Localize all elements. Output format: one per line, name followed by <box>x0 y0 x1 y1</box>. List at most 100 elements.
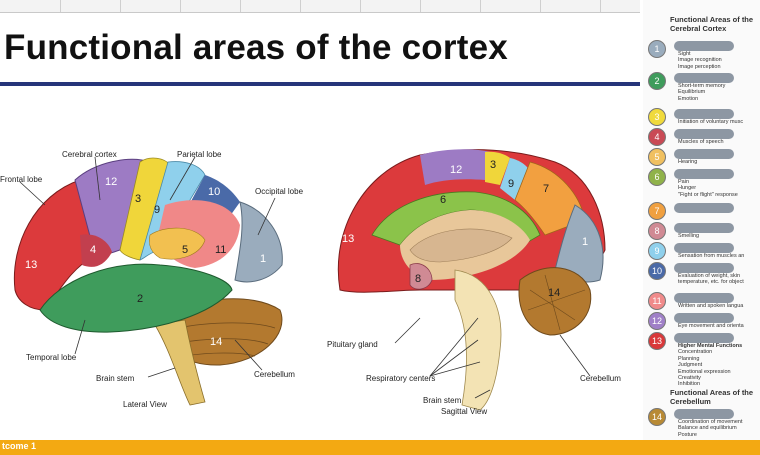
legend-number-badge: 2 <box>648 72 666 90</box>
legend-item-text: Hearing <box>678 159 697 165</box>
lateral-region-number: 13 <box>25 259 37 271</box>
legend-number-badge: 14 <box>648 408 666 426</box>
sagittal-region-number: 14 <box>548 287 560 299</box>
legend-text-line: Emotion <box>678 95 699 102</box>
legend-text-line: Creativity <box>678 375 701 382</box>
legend-text-line: Higher Mental Functions <box>678 343 743 349</box>
label-occipital-lobe: Occipital lobe <box>255 187 304 196</box>
redaction-bar <box>674 169 734 179</box>
lateral-region-number: 10 <box>208 186 220 198</box>
sagittal-region-number: 7 <box>543 183 549 195</box>
legend-text-line: Evaluation of weight, skin <box>678 273 741 279</box>
lateral-region-number: 4 <box>90 244 96 256</box>
legend-number-badge: 7 <box>648 202 666 220</box>
lateral-region-number: 3 <box>135 193 141 205</box>
sagittal-region-number: 9 <box>508 178 514 190</box>
slide-top-strip <box>0 0 640 13</box>
lateral-region-number: 9 <box>154 204 160 216</box>
legend-number-badge: 5 <box>648 148 666 166</box>
legend-text-line: Equilibrium <box>678 89 706 96</box>
legend-item-text: Sensation from muscles an <box>678 253 744 259</box>
legend-item-text: Written and spoken langua <box>678 303 743 309</box>
caption-sagittal-view: Sagittal View <box>441 407 488 416</box>
legend-text-line: Coordination of movement <box>678 419 743 425</box>
redaction-bar <box>674 293 734 303</box>
legend-text-line: Emotional expression <box>678 368 731 375</box>
redaction-bar <box>674 129 734 139</box>
legend-cortex-title: Functional Areas of the Cerebral Cortex <box>670 15 754 33</box>
legend-text-line: Muscles of speech <box>678 139 724 145</box>
redaction-bar <box>674 203 734 213</box>
legend-item-text: Smelling <box>678 233 699 239</box>
slide-footer: tcome 1 <box>0 440 760 455</box>
legend-number-badge: 10 <box>648 262 666 280</box>
legend-text-line: Smelling <box>678 233 700 239</box>
legend-text-line: Hearing <box>678 159 698 165</box>
legend-text-line: Sensation from muscles an <box>678 253 745 259</box>
legend-text-line: Inhibition <box>678 381 701 388</box>
label-frontal-lobe: Frontal lobe <box>0 175 43 184</box>
sagittal-region-number: 13 <box>342 233 354 245</box>
label-cerebellum-sagittal: Cerebellum <box>580 374 621 383</box>
redaction-bar <box>674 243 734 253</box>
label-cerebellum-lateral: Cerebellum <box>254 370 295 379</box>
redaction-bar <box>674 109 734 119</box>
caption-lateral-view: Lateral View <box>123 400 167 409</box>
slide-title: Functional areas of the cortex <box>4 28 508 67</box>
legend-text-line: temperature, etc. for object <box>678 279 744 286</box>
label-temporal-lobe: Temporal lobe <box>26 353 77 362</box>
legend-number-badge: 13 <box>648 332 666 350</box>
lateral-region-number: 14 <box>210 336 222 348</box>
legend-text-line: Image recognition <box>678 57 722 64</box>
legend-number-badge: 12 <box>648 312 666 330</box>
label-respiratory-centers: Respiratory centers <box>366 374 436 383</box>
sagittal-region-number: 3 <box>490 159 496 171</box>
redaction-bar <box>674 223 734 233</box>
lateral-region-number: 2 <box>137 293 143 305</box>
sagittal-region-number: 8 <box>415 273 421 285</box>
lateral-region-number: 12 <box>105 176 117 188</box>
redaction-bar <box>674 409 734 419</box>
brain-illustration: 12 3 9 10 5 11 4 13 1 2 14 <box>13 149 606 411</box>
label-brain-stem-sagittal: Brain stem <box>423 396 462 405</box>
redaction-bar <box>674 333 734 343</box>
sagittal-region-number: 12 <box>450 164 462 176</box>
legend-text-line: Judgment <box>678 362 703 369</box>
redaction-bar <box>674 149 734 159</box>
legend-text-line: Hunger <box>678 185 697 192</box>
legend-text-line: Written and spoken langua <box>678 303 744 309</box>
legend-item-text: Initiation of voluntary musc <box>678 119 743 125</box>
label-parietal-lobe: Parietal lobe <box>177 150 222 159</box>
legend-number-badge: 6 <box>648 168 666 186</box>
label-cerebral-cortex: Cerebral cortex <box>62 150 117 159</box>
legend-text-line: Pain <box>678 179 690 185</box>
redaction-bar <box>674 41 734 51</box>
legend-number-badge: 4 <box>648 128 666 146</box>
lateral-region-number: 1 <box>260 253 266 265</box>
label-pituitary-gland: Pituitary gland <box>327 340 378 349</box>
legend-number-badge: 9 <box>648 242 666 260</box>
lateral-brain: 12 3 9 10 5 11 4 13 1 2 14 <box>13 156 283 406</box>
legend-number-badge: 11 <box>648 292 666 310</box>
legend-item-text: Eye movement and orienta <box>678 323 744 329</box>
legend-number-badge: 8 <box>648 222 666 240</box>
redaction-bar <box>674 263 734 273</box>
sagittal-region-number: 1 <box>582 236 588 248</box>
sagittal-region-number: 6 <box>440 194 446 206</box>
title-underline <box>0 82 640 86</box>
label-brain-stem-lateral: Brain stem <box>96 374 135 383</box>
legend-text-line: Sight <box>678 51 691 57</box>
legend-text-line: Image perception <box>678 63 721 70</box>
legend-text-line: Planning <box>678 355 700 362</box>
sagittal-brain: 12 3 9 7 6 13 8 1 14 <box>337 149 606 411</box>
legend-text-line: Concentration <box>678 349 713 356</box>
legend-number-badge: 3 <box>648 108 666 126</box>
footer-text: tcome 1 <box>2 441 37 451</box>
legend-cerebellum-title: Functional Areas of the Cerebellum <box>670 388 754 406</box>
redaction-bar <box>674 313 734 323</box>
